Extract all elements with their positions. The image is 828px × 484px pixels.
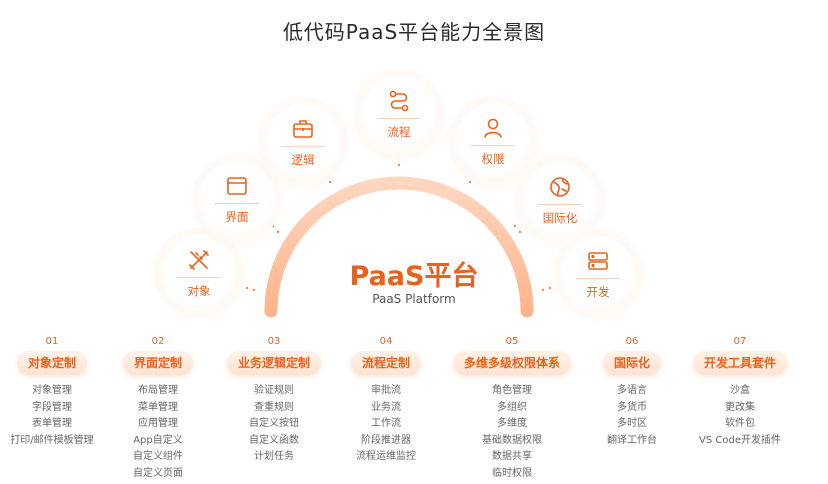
node-label: 逻辑 (291, 152, 315, 167)
list-item: 自定义函数 (249, 434, 299, 446)
node-object[interactable]: 对象 (161, 235, 237, 311)
list-item: 多时区 (617, 418, 647, 429)
node-i18n[interactable]: 国际化 (522, 162, 598, 238)
list-item: 字段管理 (32, 401, 72, 413)
column-interface: 02 界面定制 布局管理 菜单管理 应用管理 App自定义 自定义组件 自定义页… (112, 336, 204, 482)
list-item: 布局管理 (138, 385, 178, 396)
node-logic[interactable]: 逻辑 (265, 104, 341, 180)
column-item-list: 多语言 多货币 多时区 翻译工作台 (607, 383, 657, 449)
platform-title: PaaS平台 (349, 261, 479, 292)
list-item: 临时权限 (492, 467, 532, 479)
column-devtools: 07 开发工具套件 沙盒 更改集 软件包 VS Code开发插件 (684, 336, 796, 449)
node-process[interactable]: 流程 (361, 76, 437, 152)
list-item: 角色管理 (492, 385, 532, 396)
column-number: 07 (733, 336, 747, 347)
list-item: 表单管理 (32, 418, 72, 429)
list-item: 查重规则 (254, 401, 294, 413)
list-item: 工作流 (371, 418, 401, 429)
list-item: 更改集 (725, 401, 755, 413)
list-item: 软件包 (725, 418, 755, 429)
column-title-pill[interactable]: 国际化 (602, 351, 661, 375)
list-item: 菜单管理 (138, 401, 178, 413)
column-title-pill[interactable]: 开发工具套件 (692, 351, 787, 375)
node-permission[interactable]: 权限 (455, 103, 531, 179)
list-item: 自定义按钮 (249, 418, 299, 429)
node-label: 国际化 (542, 210, 578, 225)
column-item-list: 审批流 业务流 工作流 阶段推进器 流程运维监控 (356, 383, 416, 466)
column-number: 02 (151, 336, 165, 347)
list-item: 多货币 (617, 401, 647, 413)
page-title: 低代码PaaS平台能力全景图 (282, 20, 546, 44)
node-label: 对象 (187, 283, 211, 298)
list-item: 自定义页面 (133, 467, 183, 479)
list-item: 打印/邮件模板管理 (10, 434, 94, 446)
list-item: 计划任务 (254, 451, 294, 462)
process-flow-icon (389, 90, 409, 111)
column-item-list: 角色管理 多组织 多维度 基础数据权限 数据共享 临时权限 (482, 383, 542, 482)
column-number: 01 (45, 336, 59, 347)
column-number: 06 (625, 336, 639, 347)
list-item: 翻译工作台 (607, 434, 657, 446)
column-item-list: 验证规则 查重规则 自定义按钮 自定义函数 计划任务 (249, 383, 299, 466)
briefcase-icon (293, 119, 313, 138)
node-develop[interactable]: 开发 (560, 236, 636, 312)
column-item-list: 对象管理 字段管理 表单管理 打印/邮件模板管理 (10, 383, 93, 449)
list-item: 基础数据权限 (482, 434, 542, 446)
server-icon (588, 251, 608, 270)
node-label: 权限 (481, 151, 505, 166)
pencil-ruler-icon (189, 249, 209, 270)
column-number: 05 (505, 336, 519, 347)
platform-subtitle: PaaS Platform (372, 292, 456, 306)
list-item: VS Code开发插件 (699, 434, 781, 446)
list-item: 沙盒 (730, 385, 750, 396)
column-title-pill[interactable]: 多维多级权限体系 (452, 351, 571, 375)
column-i18n: 06 国际化 多语言 多货币 多时区 翻译工作台 (590, 336, 674, 449)
list-item: App自定义 (133, 434, 183, 446)
node-label: 界面 (225, 209, 249, 224)
column-number: 03 (267, 336, 281, 347)
list-item: 流程运维监控 (356, 451, 416, 462)
list-item: 阶段推进器 (361, 434, 411, 446)
list-item: 多语言 (617, 385, 647, 396)
browser-window-icon (227, 176, 247, 195)
list-item: 数据共享 (492, 451, 532, 462)
node-label: 开发 (586, 284, 610, 299)
column-title-pill[interactable]: 对象定制 (16, 351, 87, 375)
node-label: 流程 (387, 124, 411, 139)
column-process: 04 流程定制 审批流 业务流 工作流 阶段推进器 流程运维监控 (340, 336, 432, 466)
column-permission: 05 多维多级权限体系 角色管理 多组织 多维度 基础数据权限 数据共享 临时权… (444, 336, 580, 482)
list-item: 多维度 (497, 418, 527, 429)
column-title-pill[interactable]: 业务逻辑定制 (226, 351, 321, 375)
column-item-list: 沙盒 更改集 软件包 VS Code开发插件 (699, 383, 781, 449)
list-item: 审批流 (371, 385, 401, 396)
list-item: 验证规则 (254, 385, 294, 396)
column-number: 04 (379, 336, 393, 347)
user-icon (484, 118, 502, 138)
list-item: 业务流 (371, 401, 401, 413)
column-title-pill[interactable]: 流程定制 (350, 351, 421, 375)
column-object: 01 对象定制 对象管理 字段管理 表单管理 打印/邮件模板管理 (2, 336, 102, 449)
node-interface[interactable]: 界面 (199, 161, 275, 237)
list-item: 对象管理 (32, 385, 72, 396)
list-item: 多组织 (497, 401, 527, 413)
globe-icon (550, 176, 570, 197)
column-logic: 03 业务逻辑定制 验证规则 查重规则 自定义按钮 自定义函数 计划任务 (214, 336, 334, 466)
column-title-pill[interactable]: 界面定制 (122, 351, 193, 375)
list-item: 应用管理 (138, 418, 178, 429)
column-item-list: 布局管理 菜单管理 应用管理 App自定义 自定义组件 自定义页面 (133, 383, 183, 482)
list-item: 自定义组件 (133, 451, 183, 462)
